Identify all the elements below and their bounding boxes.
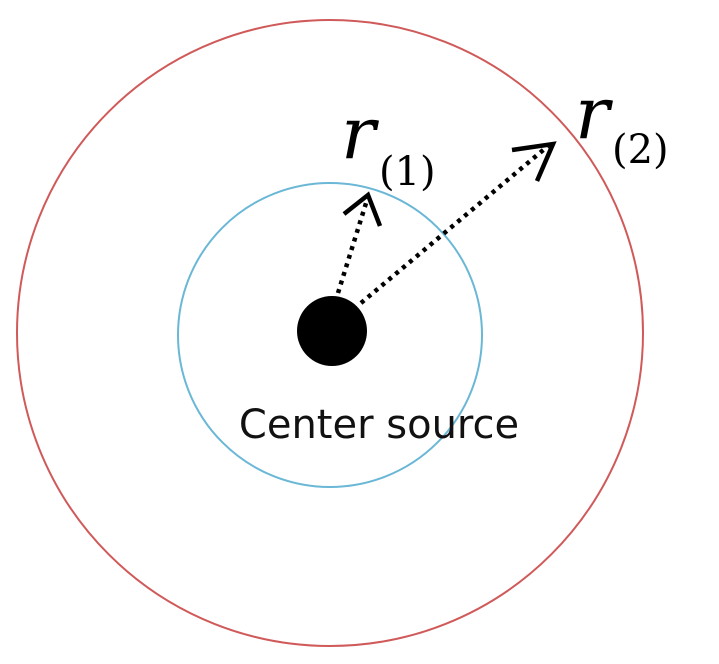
inner-radius-arrow-line [335, 199, 370, 294]
inner-circle [177, 182, 483, 488]
inner-radius-symbol: r [341, 91, 379, 175]
center-source-label: Center source [239, 402, 519, 448]
inner-radius-arrow [335, 191, 383, 294]
outer-radius-subscript: (2) [612, 127, 669, 173]
inner-radius-label: r (1) [341, 91, 436, 195]
inner-radius-subscript: (1) [379, 149, 436, 195]
center-source-dot [297, 296, 367, 366]
outer-circle [16, 19, 644, 647]
inner-radius-arrowhead [342, 191, 383, 227]
outer-radius-arrowhead [511, 141, 557, 182]
outer-radius-symbol: r [575, 71, 613, 155]
outer-radius-arrow [359, 141, 557, 305]
outer-radius-label: r (2) [575, 71, 669, 173]
